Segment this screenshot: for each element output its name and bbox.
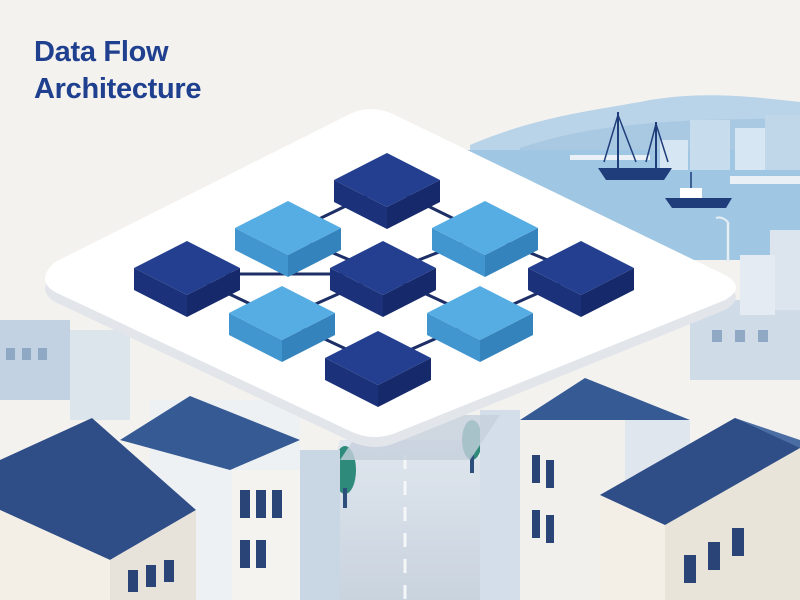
- node-top-face: [330, 241, 436, 295]
- node-left-face: [427, 313, 480, 362]
- node-left-face: [325, 358, 378, 407]
- node-left-face: [235, 228, 288, 277]
- node-top-face: [427, 286, 533, 340]
- node-top-face: [134, 241, 240, 295]
- node-top-face: [432, 201, 538, 255]
- network-node-dark: [334, 153, 440, 229]
- node-right-face: [282, 313, 335, 362]
- node-left-face: [229, 313, 282, 362]
- node-right-face: [383, 268, 436, 317]
- background-buildings: [0, 230, 800, 420]
- lamp-post: [715, 216, 730, 262]
- node-left-face: [330, 268, 383, 317]
- node-left-face: [432, 228, 485, 277]
- node-left-face: [334, 180, 387, 229]
- network-node-dark: [330, 241, 436, 317]
- network-node-light: [235, 201, 341, 277]
- left-foreground-building: [0, 418, 196, 600]
- network-nodes: [134, 153, 634, 407]
- right-foreground-building: [600, 418, 800, 600]
- network-node-dark: [325, 331, 431, 407]
- network-node-dark: [528, 241, 634, 317]
- node-right-face: [187, 268, 240, 317]
- node-right-face: [480, 313, 533, 362]
- node-right-face: [581, 268, 634, 317]
- node-top-face: [229, 286, 335, 340]
- page-title-line-1: Data Flow: [34, 36, 169, 68]
- node-right-face: [378, 358, 431, 407]
- motorboat: [665, 172, 732, 208]
- network-node-light: [427, 286, 533, 362]
- node-right-face: [387, 180, 440, 229]
- node-top-face: [325, 331, 431, 385]
- network-node-dark: [134, 241, 240, 317]
- page-title-line-2: Architecture: [34, 73, 202, 105]
- title-block: Data Flow Architecture: [34, 34, 202, 108]
- network-node-light: [432, 201, 538, 277]
- node-left-face: [134, 268, 187, 317]
- network-node-light: [229, 286, 335, 362]
- node-top-face: [528, 241, 634, 295]
- sailboat-1: [598, 112, 672, 180]
- node-right-face: [485, 228, 538, 277]
- node-top-face: [235, 201, 341, 255]
- node-right-face: [288, 228, 341, 277]
- node-top-face: [334, 153, 440, 207]
- node-left-face: [528, 268, 581, 317]
- harbor-skyline: [570, 115, 800, 184]
